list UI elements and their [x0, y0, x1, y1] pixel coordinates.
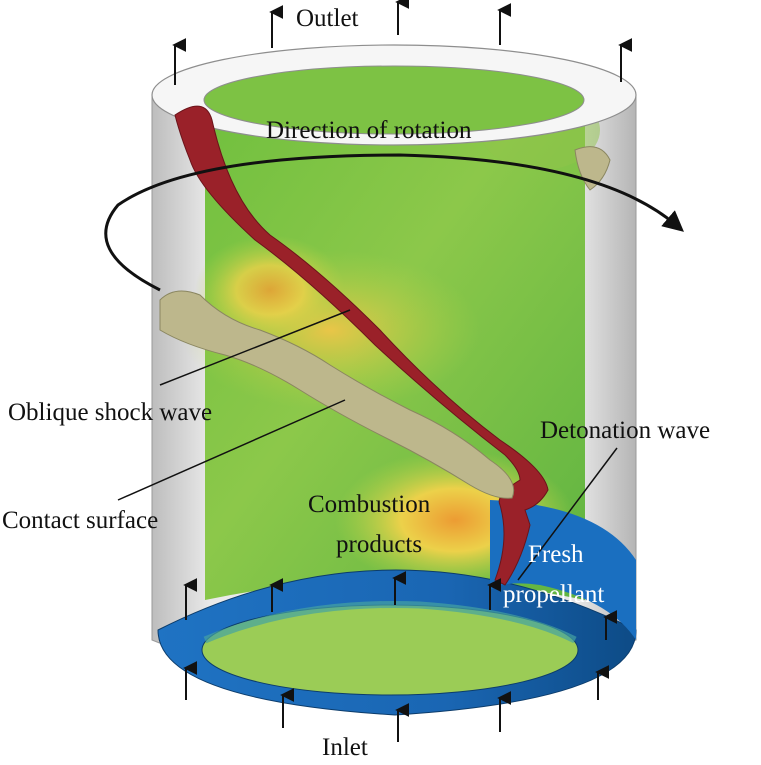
contact-surface-leader — [117, 399, 346, 501]
contact-surface-band — [159, 146, 611, 499]
oblique-shock-label: Oblique shock wave — [8, 399, 212, 426]
detonation-wave-leader — [517, 447, 618, 581]
fresh-label-line1: Fresh — [528, 541, 584, 568]
outlet-label: Outlet — [296, 5, 359, 32]
direction-label: Direction of rotation — [266, 117, 472, 144]
contact-surface-label: Contact surface — [2, 507, 158, 534]
outlet-arrows — [172, 0, 633, 85]
oblique-shock-leader — [159, 309, 351, 386]
combustion-label-line2: products — [336, 531, 422, 558]
detonation-wave-label: Detonation wave — [540, 417, 710, 444]
leader-lines — [117, 309, 618, 581]
outlet-rim — [151, 44, 637, 146]
inlet-label: Inlet — [322, 734, 368, 761]
combustion-label-line1: Combustion — [308, 491, 431, 518]
fresh-label-line2: propellant — [503, 581, 604, 608]
inlet-arrows — [183, 571, 618, 742]
rotation-arrow — [104, 153, 684, 292]
detonation-wave-band — [174, 105, 549, 586]
